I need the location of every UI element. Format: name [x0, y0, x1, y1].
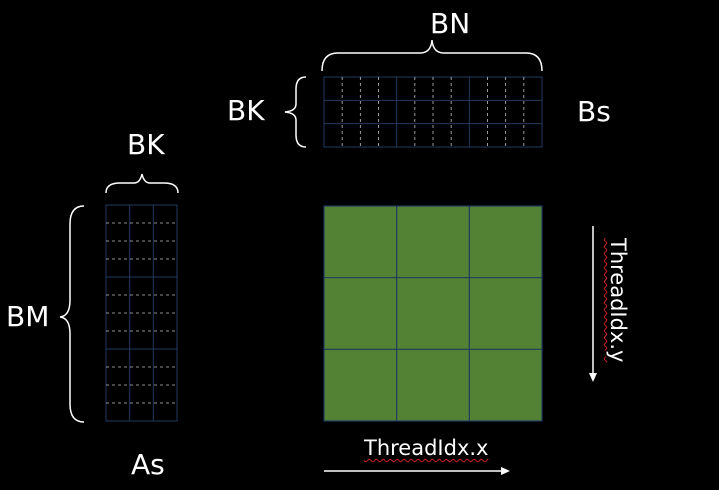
as-tile — [105, 204, 178, 422]
c-tile — [323, 205, 543, 422]
bn-label: BN — [430, 7, 471, 40]
bk-brace-as — [105, 173, 179, 194]
bk-label-bs: BK — [227, 94, 265, 127]
bm-brace — [59, 205, 85, 423]
bs-label: Bs — [577, 95, 611, 128]
bn-brace — [321, 39, 543, 72]
thread-y-arrow — [589, 226, 597, 382]
thread-x-label: ThreadIdx.x — [364, 436, 489, 460]
thread-y-label: ThreadIdx.y — [606, 238, 630, 363]
bs-tile — [323, 76, 543, 148]
bs-tile-border — [323, 76, 543, 148]
as-label: As — [131, 448, 165, 481]
bm-label: BM — [6, 300, 50, 333]
c-tile-fill — [323, 205, 543, 422]
thread-x-arrow — [324, 467, 510, 475]
bk-brace-bs — [284, 76, 307, 148]
bk-label-as: BK — [127, 128, 165, 161]
